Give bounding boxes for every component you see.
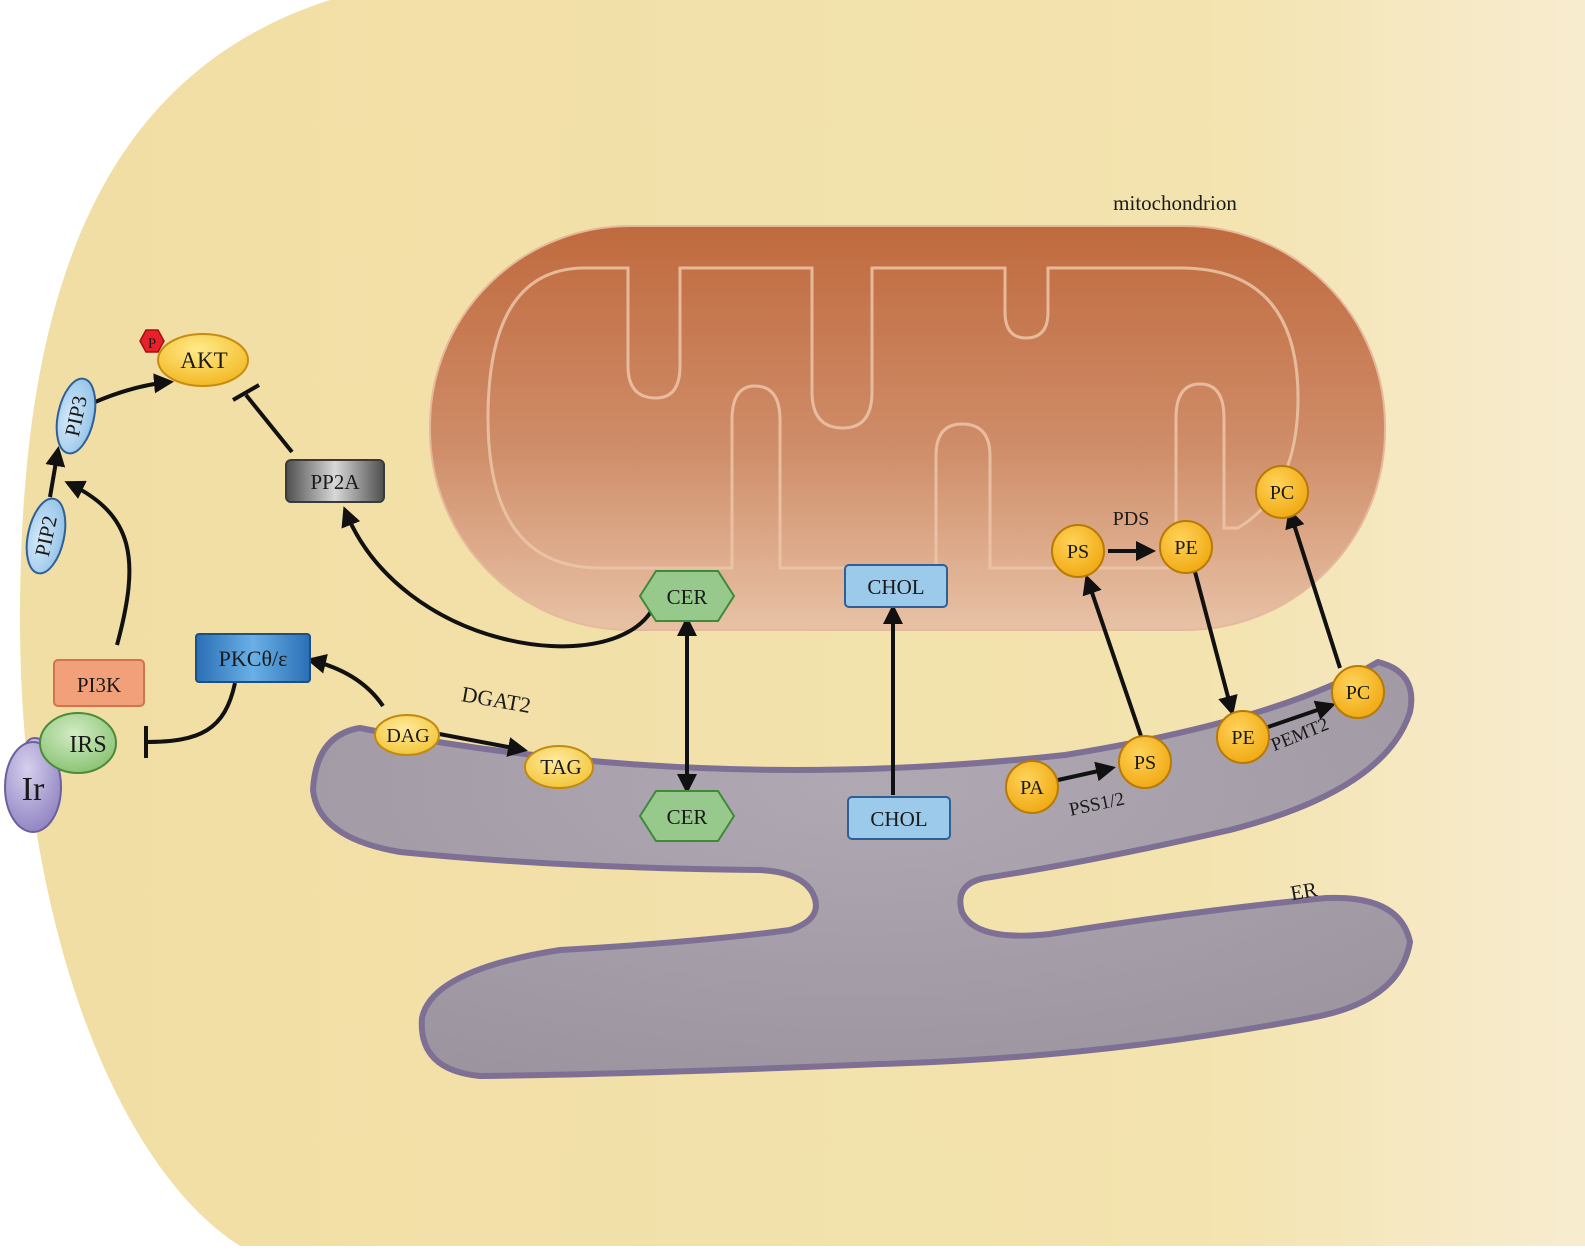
pp2a-node: PP2A — [285, 459, 385, 503]
pip3-node: PIP3 — [55, 377, 97, 455]
insulin-receptor: Ir — [4, 737, 62, 833]
irs-text: IRS — [69, 732, 106, 758]
inhibit-pkc-irs — [145, 682, 237, 744]
cer-er-text: CER — [667, 805, 708, 829]
pc-er-text: PC — [1346, 682, 1370, 704]
pc-er-node: PC — [1331, 665, 1385, 719]
irs-node: IRS — [39, 712, 117, 774]
akt-text: AKT — [180, 348, 227, 373]
arrow-pc-er-to-mito — [1285, 508, 1342, 669]
chol-er-text: CHOL — [870, 807, 927, 831]
arrow-cer-pp2a — [341, 506, 654, 649]
arrow-dag-pkc — [306, 654, 385, 708]
ps-mito-node: PS — [1051, 524, 1105, 578]
connectors — [45, 373, 1342, 795]
arrow-pip2-pip3 — [45, 446, 66, 498]
arrow-pip3-akt — [94, 373, 174, 404]
cer-er-node: CER — [638, 790, 736, 842]
pa-er-text: PA — [1020, 777, 1044, 799]
ps-er-node: PS — [1118, 735, 1172, 789]
ps-er-text: PS — [1134, 752, 1156, 774]
tag-node: TAG — [524, 745, 594, 789]
arrow-pi3k-pip2 — [64, 480, 132, 646]
chol-mito-text: CHOL — [867, 575, 924, 599]
pds-label: PDS — [1113, 508, 1150, 530]
akt-node: AKT — [157, 333, 249, 387]
arrow-pe-mito-to-er — [1192, 567, 1238, 716]
ps-mito-text: PS — [1067, 541, 1089, 563]
pi3k-text: PI3K — [77, 673, 121, 697]
pa-er-node: PA — [1005, 760, 1059, 814]
pp2a-text: PP2A — [310, 470, 360, 494]
cer-mito-node: CER — [638, 570, 736, 622]
pe-er-node: PE — [1216, 710, 1270, 764]
arrow-pe-pc — [1267, 700, 1336, 729]
pkc-text: PKCθ/ε — [219, 646, 288, 671]
inhibit-pp2a-akt-bar — [232, 383, 260, 402]
pe-mito-node: PE — [1159, 520, 1213, 574]
chol-er-node: CHOL — [847, 796, 951, 840]
mitochondrion-label: mitochondrion — [1113, 191, 1237, 215]
pi3k-node: PI3K — [53, 659, 145, 707]
p-text: P — [148, 336, 156, 352]
pe-er-text: PE — [1231, 727, 1254, 749]
dag-text: DAG — [386, 725, 429, 747]
mitochondrial-cristae — [486, 266, 1300, 570]
mitochondrion-organelle — [429, 225, 1386, 631]
pc-mito-node: PC — [1255, 465, 1309, 519]
tag-text: TAG — [540, 755, 581, 779]
dag-node: DAG — [374, 714, 440, 756]
arrow-pa-ps — [1048, 761, 1116, 784]
chol-mito-node: CHOL — [844, 564, 948, 608]
pc-mito-text: PC — [1270, 482, 1294, 504]
arrow-ps-er-to-mito — [1082, 574, 1143, 737]
cer-mito-text: CER — [667, 585, 708, 609]
arrow-dag-tag — [433, 731, 528, 757]
er-label: ER — [1288, 877, 1319, 905]
pe-mito-text: PE — [1174, 537, 1197, 559]
phospho-p-marker: P — [139, 329, 165, 353]
inhibit-pp2a-akt — [244, 393, 294, 454]
ir-text: Ir — [22, 771, 45, 808]
pkc-node: PKCθ/ε — [195, 633, 311, 683]
pip2-node: PIP2 — [25, 497, 67, 575]
